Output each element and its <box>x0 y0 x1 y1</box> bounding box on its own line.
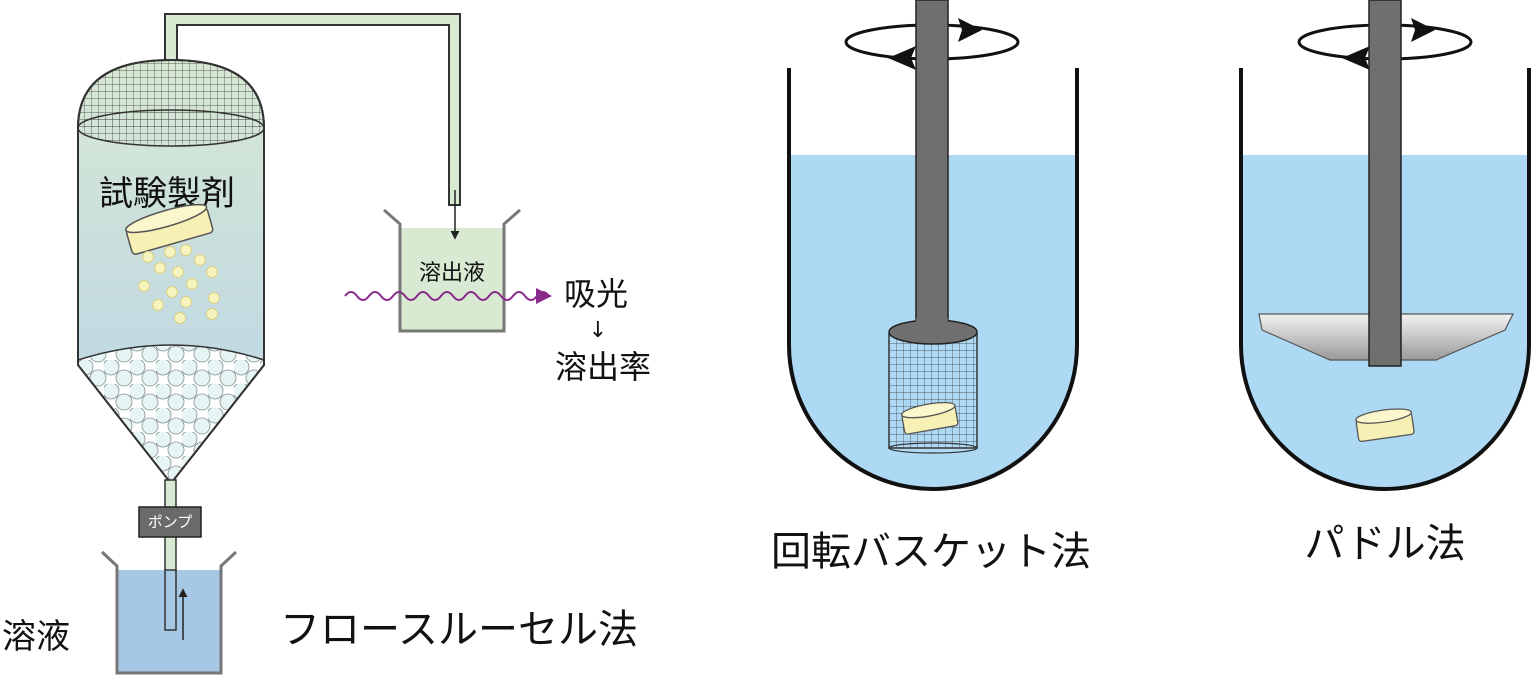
basket-shaft <box>915 0 949 329</box>
solution-label: 溶液 <box>2 617 70 657</box>
paddle-tablet <box>1355 408 1415 443</box>
flow-through-cell-apparatus: 試験製剤 ポンプ 溶液 <box>2 13 651 675</box>
pump: ポンプ <box>138 506 202 538</box>
flow-through-cell-title: フロースルーセル法 <box>280 607 638 653</box>
basket-tablet <box>901 401 959 435</box>
glass-bead-bed <box>77 344 265 483</box>
dissolution-rate-label: 溶出率 <box>555 348 651 386</box>
basket-vessel <box>787 68 1079 491</box>
flow-cell-outline <box>77 58 265 483</box>
absorbance-to-rate-arrow: ↓ <box>589 318 607 343</box>
eluate-beaker: 溶出液 <box>383 190 521 333</box>
basket <box>888 318 978 454</box>
test-preparation-label: 試験製剤 <box>99 174 235 214</box>
absorbance-wave <box>344 288 552 304</box>
solution-beaker <box>100 550 238 675</box>
rotating-basket-title: 回転バスケット法 <box>771 529 1091 575</box>
pump-label: ポンプ <box>148 513 193 531</box>
paddle-shaft <box>1368 0 1402 367</box>
rotating-basket-apparatus: 回転バスケット法 <box>771 0 1091 575</box>
absorbance-label: 吸光 <box>564 275 628 313</box>
flow-cell-mesh-dome <box>78 60 264 128</box>
paddle-apparatus: パドル法 <box>1239 0 1531 567</box>
tablet <box>124 203 214 255</box>
flow-cell-mesh-disc <box>77 109 265 147</box>
paddle-title: パドル法 <box>1304 521 1465 567</box>
eluate-label: 溶出液 <box>419 261 485 286</box>
dissolved-particles <box>138 244 220 324</box>
paddle-vessel <box>1239 68 1531 491</box>
